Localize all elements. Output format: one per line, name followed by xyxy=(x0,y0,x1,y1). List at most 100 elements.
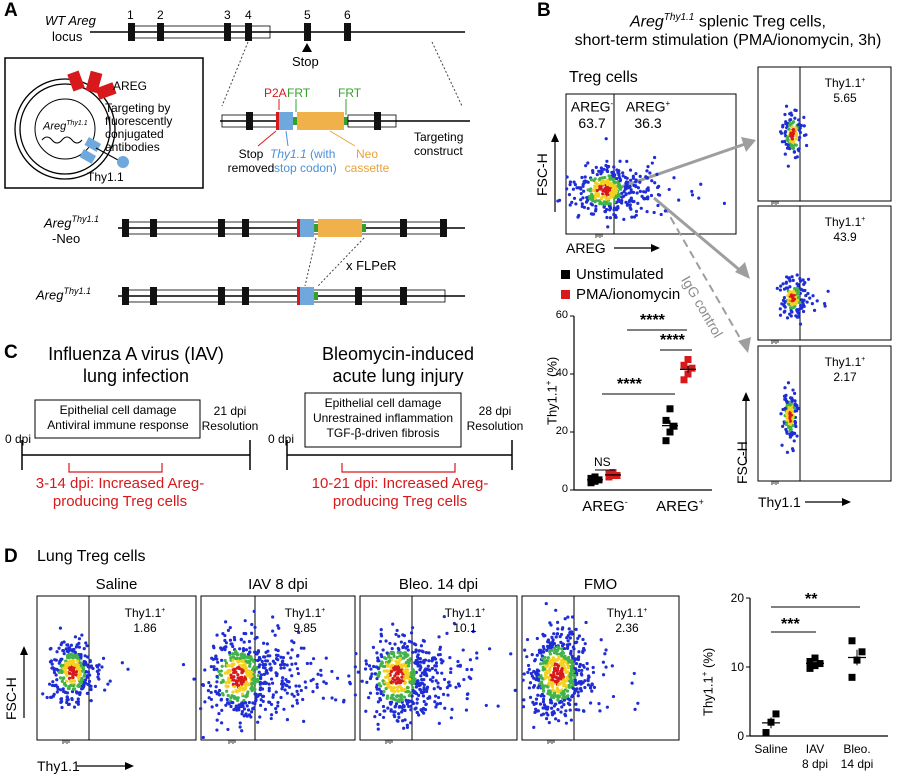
event-dot xyxy=(83,654,87,658)
event-dot xyxy=(54,658,58,662)
event-dot xyxy=(802,282,806,286)
event-dot xyxy=(393,710,397,714)
event-dot xyxy=(587,674,591,678)
legend-pma: PMA/ionomycin xyxy=(561,286,680,303)
panel-label-d: D xyxy=(4,546,18,567)
event-dot xyxy=(564,721,568,725)
event-dot xyxy=(231,662,236,666)
event-dot xyxy=(387,678,392,682)
event-dot xyxy=(231,658,235,662)
event-dot xyxy=(414,682,418,686)
event-dot xyxy=(50,666,54,670)
event-dot xyxy=(794,127,798,131)
event-dot xyxy=(377,682,381,686)
event-dot xyxy=(386,664,390,668)
event-dot xyxy=(603,652,607,656)
event-dot xyxy=(422,699,426,704)
event-dot xyxy=(299,688,303,693)
event-dot xyxy=(590,682,594,686)
event-dot xyxy=(226,727,230,732)
event-dot xyxy=(722,201,727,205)
event-dot xyxy=(553,662,558,666)
event-dot xyxy=(784,422,788,427)
event-dot xyxy=(230,675,234,680)
event-dot xyxy=(780,443,784,447)
event-dot xyxy=(605,705,609,709)
event-dot xyxy=(560,669,564,673)
event-dot xyxy=(252,672,256,677)
event-dot xyxy=(97,663,101,667)
event-dot xyxy=(227,650,232,655)
event-dot xyxy=(223,648,227,652)
event-dot xyxy=(580,668,584,673)
event-dot xyxy=(315,685,319,690)
event-dot xyxy=(379,664,383,668)
event-dot xyxy=(790,447,795,451)
event-dot xyxy=(404,660,408,665)
event-dot xyxy=(546,656,550,660)
event-dot xyxy=(71,654,76,658)
event-dot xyxy=(265,671,269,675)
event-dot xyxy=(240,682,244,686)
dot-b-point xyxy=(591,477,599,485)
event-dot xyxy=(364,659,368,663)
event-dot xyxy=(555,652,559,656)
event-dot xyxy=(316,672,320,676)
event-dot xyxy=(273,661,277,666)
event-dot xyxy=(541,700,546,704)
gate-label-2: Thy1.1+ 43.9 xyxy=(824,215,866,244)
event-dot xyxy=(815,299,819,303)
event-dot xyxy=(74,670,79,674)
event-dot xyxy=(81,686,85,690)
event-dot xyxy=(437,721,441,725)
event-dot xyxy=(436,695,441,700)
event-dot xyxy=(542,647,546,651)
event-dot xyxy=(252,659,256,664)
event-dot xyxy=(279,655,283,659)
event-dot xyxy=(616,205,620,209)
wt-locus xyxy=(90,23,465,52)
event-dot xyxy=(402,726,406,730)
event-dot xyxy=(447,684,451,688)
event-dot xyxy=(254,667,259,671)
event-dot xyxy=(449,670,453,675)
event-dot xyxy=(538,662,543,666)
event-dot xyxy=(568,182,572,187)
event-dot xyxy=(556,645,560,649)
event-dot xyxy=(445,631,449,635)
event-dot xyxy=(471,629,475,634)
event-dot xyxy=(525,637,530,642)
event-dot xyxy=(547,676,552,680)
event-dot xyxy=(407,639,412,643)
event-dot xyxy=(465,697,469,701)
event-dot xyxy=(252,609,256,613)
event-dot xyxy=(555,679,559,683)
event-dot xyxy=(373,714,377,719)
event-dot xyxy=(253,650,257,654)
event-dot xyxy=(296,653,300,658)
event-dot xyxy=(791,278,795,282)
event-dot xyxy=(253,702,257,706)
event-dot xyxy=(557,694,561,698)
areg-pos-gate: AREG+ 36.3 xyxy=(625,98,671,131)
event-dot xyxy=(390,647,394,651)
event-dot xyxy=(420,649,424,653)
event-dot xyxy=(406,658,410,662)
d-gate-bleo: Thy1.1+10.1 xyxy=(444,606,486,635)
event-dot xyxy=(638,174,642,178)
event-dot xyxy=(382,689,386,694)
event-dot xyxy=(260,659,264,664)
event-dot xyxy=(449,667,453,671)
event-dot xyxy=(785,138,789,142)
flow-cloud xyxy=(556,137,727,229)
event-dot xyxy=(68,655,72,659)
event-dot xyxy=(656,203,660,208)
event-dot xyxy=(627,191,631,195)
event-dot xyxy=(62,682,67,686)
event-dot xyxy=(531,685,536,689)
event-dot xyxy=(782,394,787,398)
event-dot xyxy=(542,667,546,671)
event-dot xyxy=(797,118,801,122)
event-dot xyxy=(206,688,211,693)
event-dot xyxy=(555,676,559,680)
